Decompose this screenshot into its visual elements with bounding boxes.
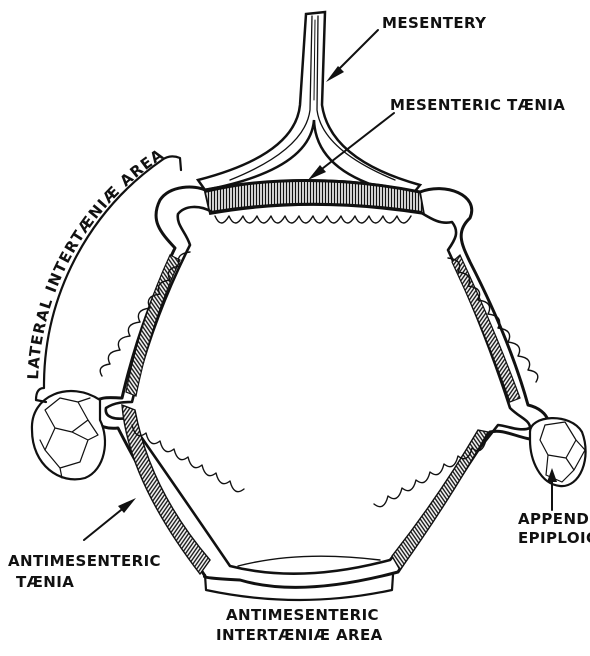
left-muscle-layer bbox=[122, 255, 210, 574]
mesenteric-taenia-label: MESENTERIC TÆNIA bbox=[390, 96, 565, 114]
right-muscle-layer bbox=[392, 255, 520, 570]
appendix-epiploica-label-line1: APPENDIX bbox=[518, 510, 590, 528]
antimesenteric-taenia-label-line1: ANTIMESENTERIC bbox=[8, 552, 161, 570]
mesentery bbox=[198, 12, 420, 195]
right-appendix-epiploica bbox=[530, 418, 586, 486]
antimesenteric-taenia-label-line2: TÆNIA bbox=[16, 573, 74, 591]
antimesenteric-area-label-line1: ANTIMESENTERIC bbox=[226, 606, 379, 624]
colon-wall bbox=[90, 180, 549, 587]
appendix-epiploica-label-line2: EPIPLOICA bbox=[518, 529, 590, 547]
antimesenteric-area-label-line2: INTERTÆNIÆ AREA bbox=[216, 626, 383, 644]
left-appendix-epiploica bbox=[32, 391, 105, 479]
mesentery-label: MESENTERY bbox=[382, 14, 487, 32]
